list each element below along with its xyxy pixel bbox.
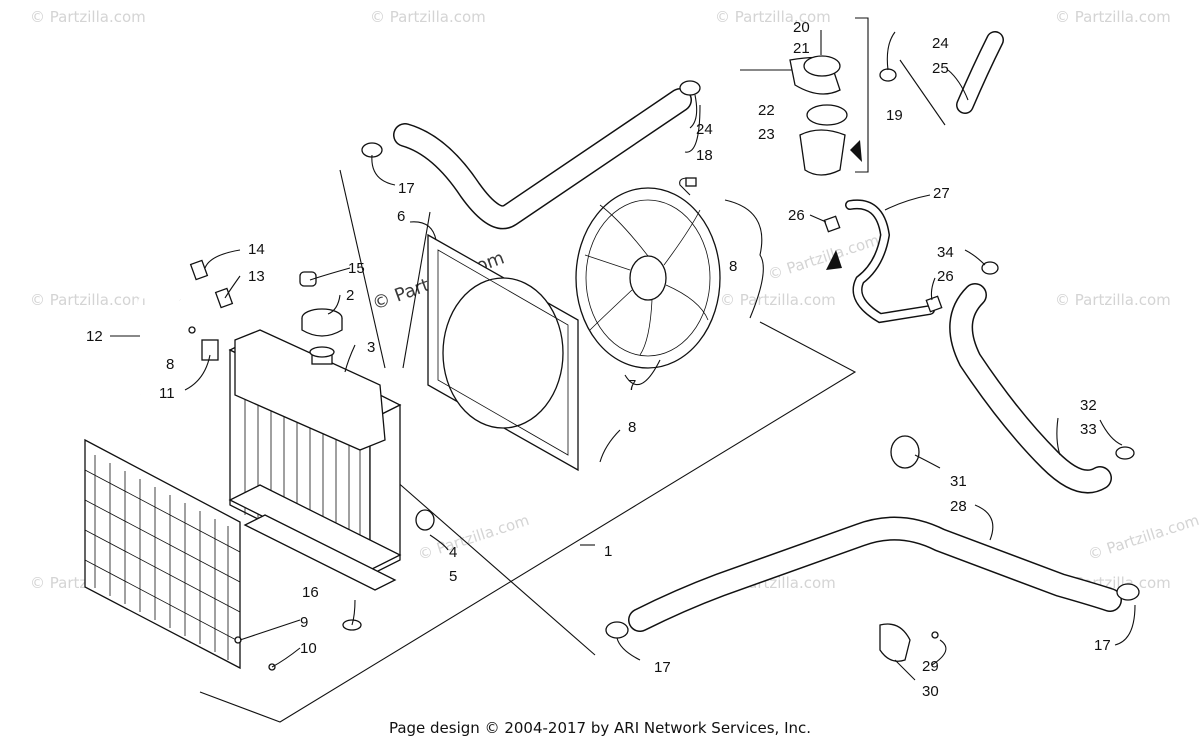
- cooling-fan: [575, 177, 721, 369]
- radiator-screen: [84, 438, 241, 670]
- watermark: © Partzilla.com: [30, 8, 146, 26]
- copyright-footer: Page design © 2004-2017 by ARI Network S…: [388, 719, 812, 737]
- callout-23: 23: [758, 126, 775, 143]
- callout-28: 28: [950, 498, 967, 515]
- radiator-cap: [301, 308, 343, 337]
- radiator: [228, 329, 402, 591]
- callout-33: 33: [1080, 421, 1097, 438]
- callout-9: 9: [300, 614, 308, 631]
- callout-labels: 1 2 3 4 5 6 7 8 8 8 9 10 11 12 13 14 15 …: [86, 19, 1111, 700]
- watermark: © Partzilla.com: [1055, 291, 1171, 309]
- callout-2: 2: [346, 287, 354, 304]
- small-parts-left: [133, 259, 435, 671]
- callout-30: 30: [922, 683, 939, 700]
- hose-27: [823, 199, 943, 324]
- callout-8: 8: [628, 419, 636, 436]
- callout-14: 14: [248, 241, 265, 258]
- callout-29: 29: [922, 658, 939, 675]
- callout-15: 15: [348, 260, 365, 277]
- callout-3: 3: [367, 339, 375, 356]
- callout-26: 26: [937, 268, 954, 285]
- callout-1: 1: [604, 543, 612, 560]
- callout-5: 5: [449, 568, 457, 585]
- callout-16: 16: [302, 584, 319, 601]
- callout-10: 10: [300, 640, 317, 657]
- hose-32: [949, 261, 1135, 494]
- callout-13: 13: [248, 268, 265, 285]
- exploded-view-lines: [199, 17, 946, 723]
- thermostat-housing: [789, 30, 862, 176]
- lower-hose: [605, 516, 1140, 639]
- callout-17: 17: [398, 180, 415, 197]
- callout-31: 31: [950, 473, 967, 490]
- callout-17: 17: [1094, 637, 1111, 654]
- callout-6: 6: [397, 208, 405, 225]
- callout-24: 24: [932, 35, 949, 52]
- callout-19: 19: [886, 107, 903, 124]
- fan-shroud: [427, 233, 579, 472]
- callout-7: 7: [628, 377, 636, 394]
- callout-8: 8: [166, 356, 174, 373]
- callout-27: 27: [933, 185, 950, 202]
- callout-26: 26: [788, 207, 805, 224]
- callout-21: 21: [793, 40, 810, 57]
- callout-4: 4: [449, 544, 457, 561]
- clamp-31: [890, 435, 920, 469]
- callout-25: 25: [932, 60, 949, 77]
- callout-20: 20: [793, 19, 810, 36]
- watermark: © Partzilla.com: [370, 8, 486, 26]
- callout-17: 17: [654, 659, 671, 676]
- watermark: © Partzilla.com: [715, 8, 831, 26]
- callout-32: 32: [1080, 397, 1097, 414]
- callout-34: 34: [937, 244, 954, 261]
- callout-18: 18: [696, 147, 713, 164]
- watermark: © Partzilla.com: [30, 291, 146, 309]
- callout-8: 8: [729, 258, 737, 275]
- callout-22: 22: [758, 102, 775, 119]
- callout-24: 24: [696, 121, 713, 138]
- bracket-30: [879, 623, 939, 662]
- watermark: © Partzilla.com: [1086, 511, 1200, 564]
- callout-12: 12: [86, 328, 103, 345]
- leader-lines: [110, 31, 1136, 681]
- callout-11: 11: [159, 385, 175, 402]
- watermark: © Partzilla.com: [1055, 8, 1171, 26]
- watermark: © Partzilla.com: [720, 291, 836, 309]
